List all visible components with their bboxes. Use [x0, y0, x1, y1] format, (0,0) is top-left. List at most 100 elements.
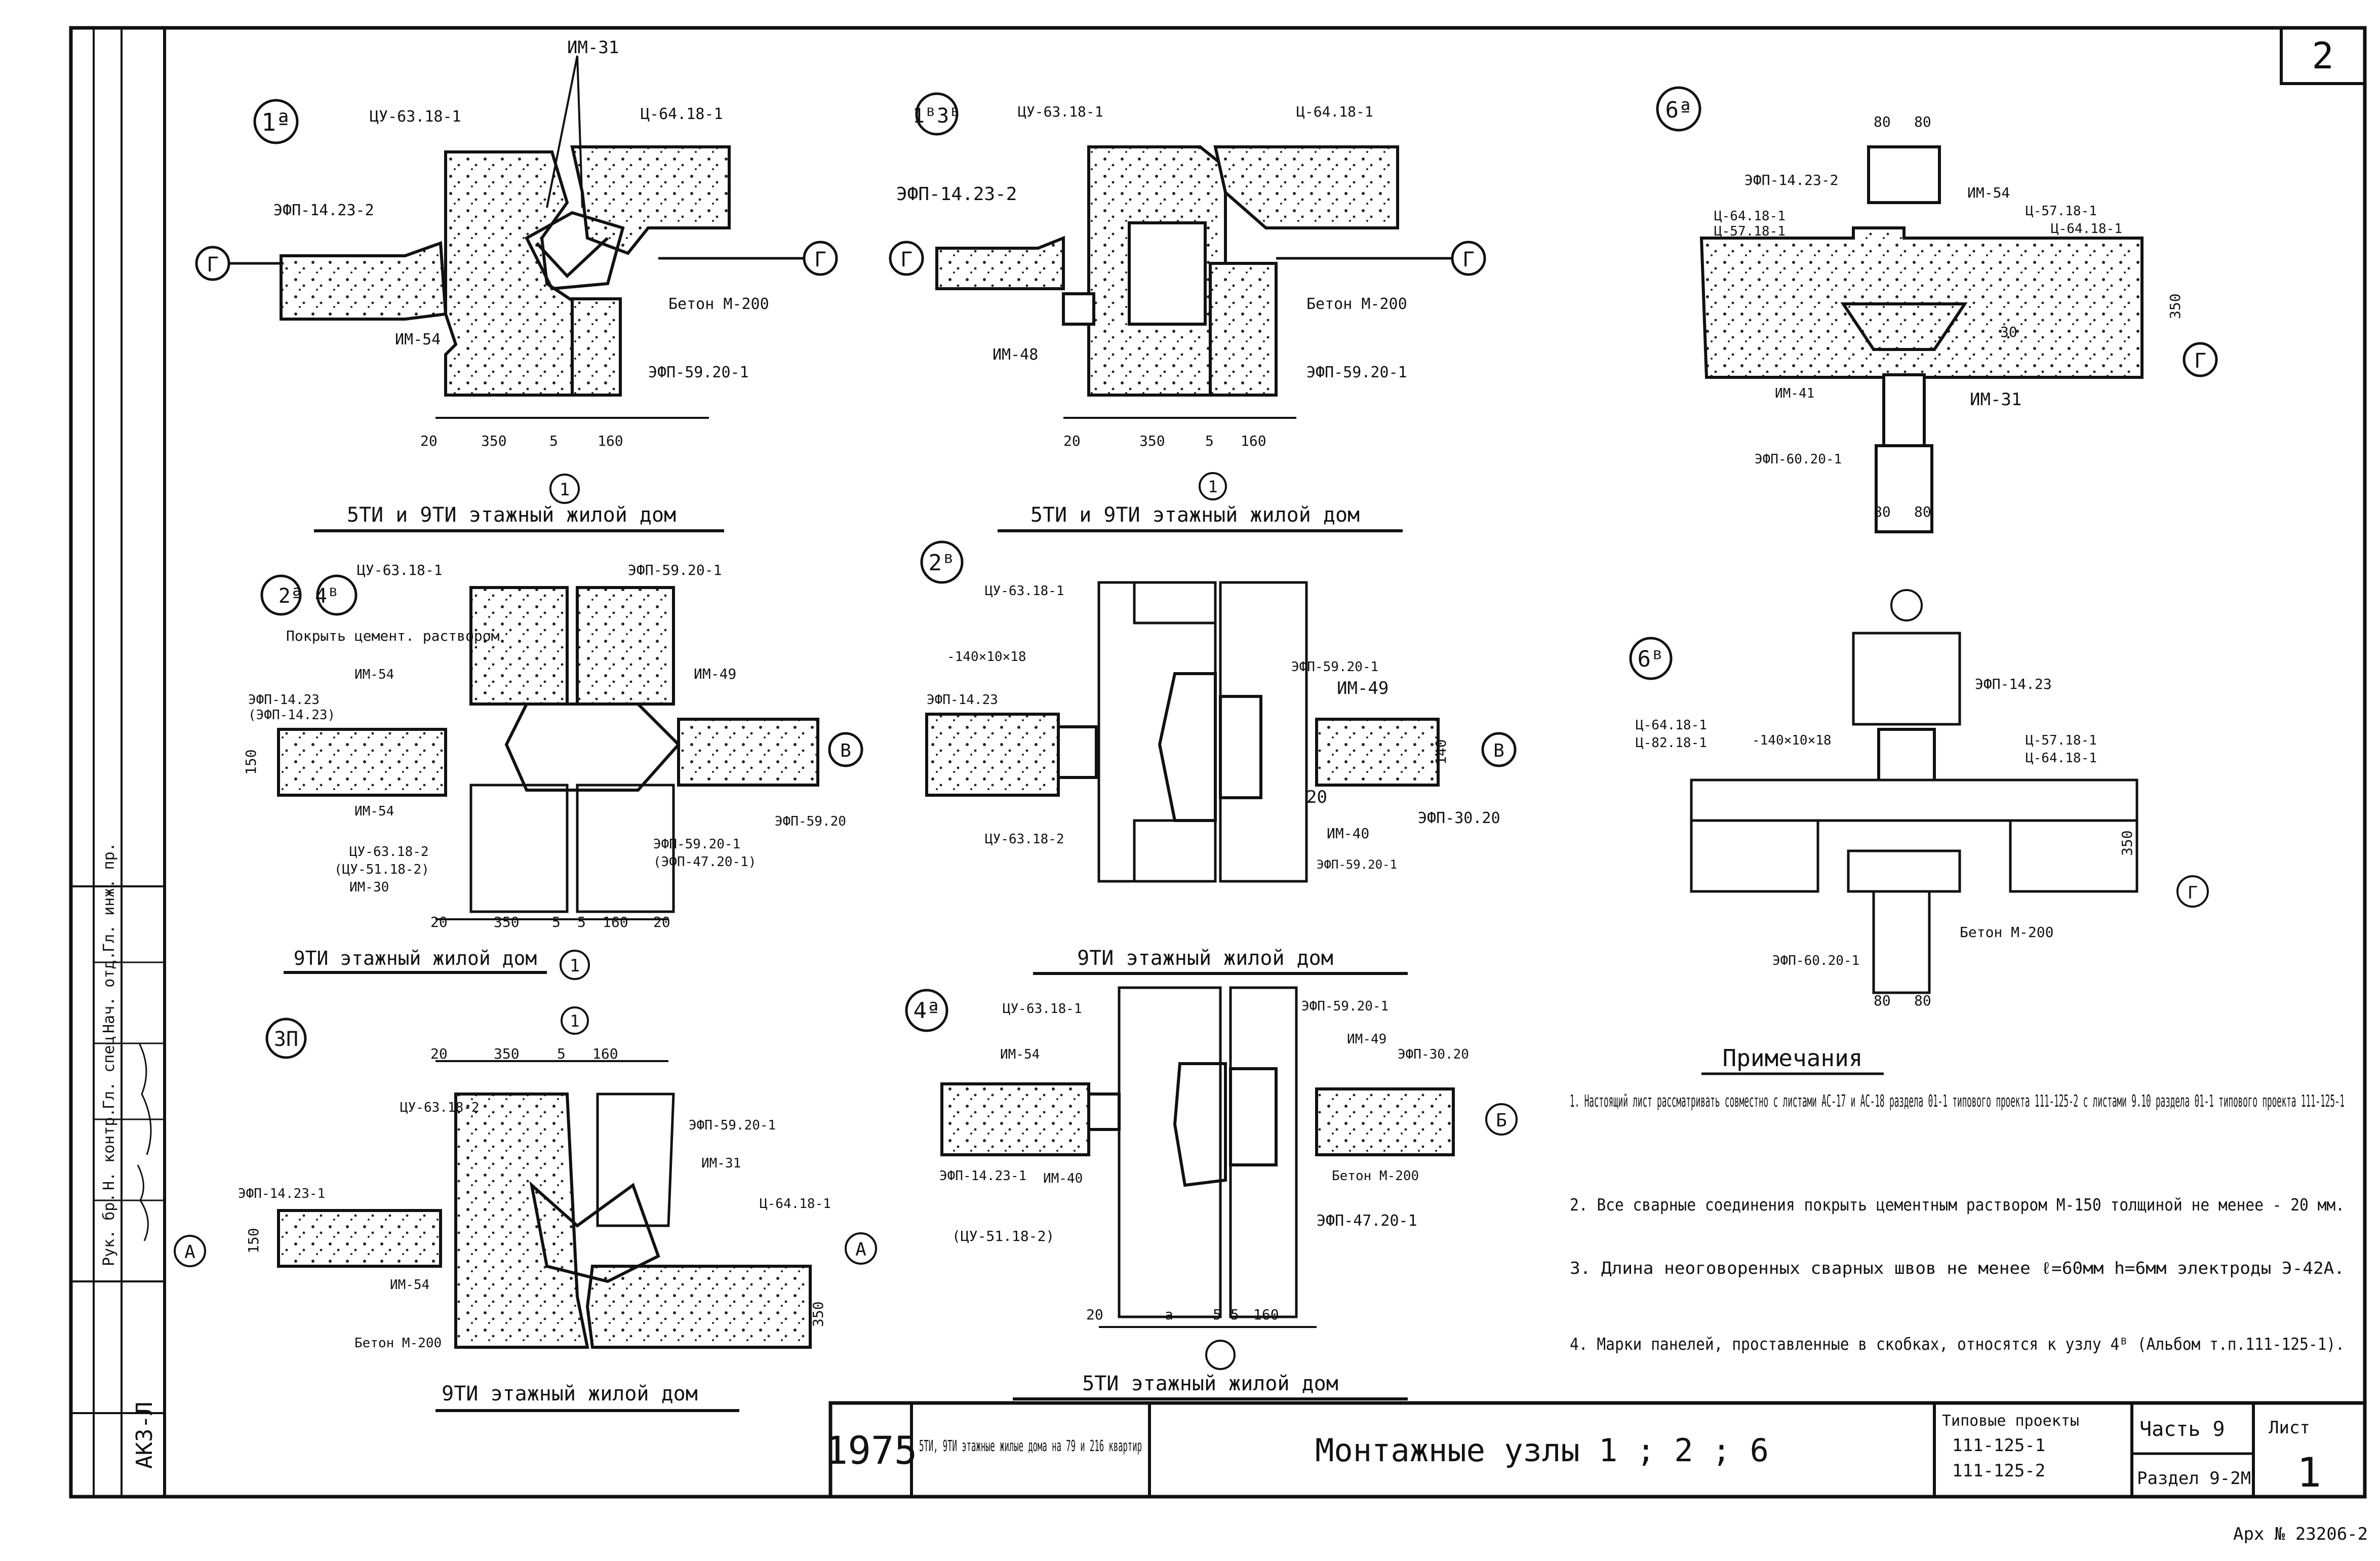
- note-3: 3. Длина неоговоренных сварных швов не м…: [1570, 1258, 2345, 1278]
- notes-block: Примечания 1. Настоящий лист рассматрива…: [1570, 1044, 2345, 1354]
- axis-2a: 1: [570, 956, 580, 976]
- detail-6b: 6ᴮ Г ЭФП-14.23 Ц-64.18-1 Ц-82.18-1 -140×…: [1629, 589, 2209, 1009]
- label-2a-9: ЭФП-59.20: [775, 814, 846, 829]
- label-2b-7: ЭФП-30.20: [1418, 809, 1500, 827]
- caption-4a: 5ТИ этажный жилой дом: [1082, 1372, 1338, 1395]
- label-4a-1: ЦУ-63.18-1: [1003, 1001, 1082, 1017]
- label-6a-2: ИМ-54: [1967, 184, 2010, 201]
- section-a-left: А: [184, 1242, 195, 1263]
- label-6b-6: Ц-64.18-1: [2026, 751, 2097, 766]
- detail-1v3v: 1ᴮ3ᴮ Г Г ЦУ-63.18-1 Ц-64.18-1 ЭФП-14.23-…: [889, 92, 1486, 532]
- detail-tag-2b: 2ᴮ: [929, 550, 956, 576]
- label-6b-5: Ц-57.18-1: [2026, 733, 2097, 748]
- dim-2a-4: 5: [577, 914, 586, 930]
- label-2b-4: ЭФП-59.20-1: [1291, 659, 1378, 675]
- label-2a-1: ЦУ-63.18-1: [357, 562, 443, 578]
- label-6b-3: Ц-82.18-1: [1636, 735, 1707, 751]
- label-1a-im31: ИМ-31: [567, 37, 619, 58]
- label-4a-3: ИМ-54: [1000, 1047, 1040, 1062]
- label-6b-4: -140×10×18: [1752, 733, 1832, 748]
- stamp-role-5: Гл. инж. пр.: [100, 842, 118, 952]
- section-v-2a: В: [840, 740, 851, 761]
- dim-3p-6: 350: [810, 1301, 826, 1327]
- label-4a-5: ЭФП-30.20: [1398, 1047, 1469, 1062]
- dim-3p-1: 20: [430, 1045, 448, 1062]
- section-b-4a: Б: [1496, 1110, 1507, 1131]
- label-4a-9: (ЦУ-51.18-2): [952, 1228, 1054, 1244]
- label-4a-6: ЭФП-14.23-1: [939, 1168, 1026, 1184]
- label-1a-2: Ц-64.18-1: [641, 105, 723, 123]
- archive-number: Арх № 23206-2: [2233, 1524, 2368, 1544]
- stamp-role-4: Нач. отд.: [100, 951, 118, 1033]
- caption-2a: 9ТИ этажный жилой дом: [294, 947, 537, 969]
- label-4a-4: ИМ-49: [1347, 1032, 1386, 1047]
- dim-3p-4: 160: [592, 1045, 618, 1062]
- label-6b-8: ЭФП-60.20-1: [1772, 953, 1859, 968]
- sheet-number: 2: [2312, 34, 2333, 77]
- label-1a-6: ЭФП-59.20-1: [648, 364, 749, 381]
- dim-1v-3: 5: [1205, 433, 1214, 449]
- section-g-right-1v: Г: [1462, 248, 1475, 271]
- notes-title: Примечания: [1723, 1044, 1863, 1072]
- dim-3p-5: 150: [245, 1228, 262, 1254]
- label-2a-11: (ЦУ-51.18-2): [334, 862, 429, 877]
- label-4a-7: ИМ-40: [1043, 1171, 1083, 1186]
- label-6a-9: ЭФП-60.20-1: [1755, 452, 1842, 467]
- label-3p-2: ЭФП-59.20-1: [689, 1118, 776, 1133]
- title-section: Раздел 9-2М: [2137, 1468, 2251, 1489]
- dim-2a-2: 350: [494, 914, 520, 930]
- label-2b-2: -140×10×18: [947, 649, 1026, 665]
- dim-2a-6: 20: [653, 914, 670, 930]
- title-typical-2: 111-125-2: [1952, 1461, 2045, 1481]
- label-2a-2: ЭФП-59.20-1: [628, 562, 722, 578]
- label-3p-1: ЦУ-63.18-2: [400, 1100, 480, 1115]
- detail-tag-2a4b: 2ª 4ᴮ: [279, 584, 339, 608]
- detail-tag-6b: 6ᴮ: [1638, 646, 1664, 672]
- dim-6b-2: 80: [1874, 992, 1891, 1009]
- label-6a-7: ИМ-41: [1775, 386, 1814, 401]
- label-2b-10: ЦУ-63.18-2: [985, 832, 1064, 847]
- section-a-right: А: [855, 1239, 866, 1260]
- label-6a-5: Ц-57.18-1: [2026, 204, 2097, 219]
- label-6a-6: Ц-64.18-1: [2051, 221, 2122, 237]
- dim-4a-3: 5: [1213, 1306, 1221, 1323]
- label-1v-3: ЭФП-14.23-2: [896, 184, 1017, 205]
- label-6b-1: ЭФП-14.23: [1975, 676, 2052, 692]
- detail-6a: 6ª Г ЭФП-14.23-2 ИМ-54 Ц-64.18-1 Ц-57.18…: [1656, 86, 2218, 533]
- detail-2a4b: 2ª 4ᴮ В ЦУ-63.18-1 ЭФП-59.20-1 Покрыть ц…: [243, 562, 863, 980]
- label-1v-4: ИМ-48: [993, 346, 1038, 364]
- section-g-right: Г: [814, 248, 826, 271]
- label-1v-2: Ц-64.18-1: [1296, 103, 1373, 120]
- detail-tag-4a: 4ª: [914, 998, 940, 1024]
- axis-3p: 1: [570, 1011, 579, 1031]
- label-1a-5: Бетон М-200: [668, 295, 769, 313]
- label-3p-5: Ц-64.18-1: [760, 1196, 831, 1212]
- dim-6a-5: 80: [1914, 503, 1931, 520]
- caption-1a: 5ТИ и 9ТИ этажный жилой дом: [347, 503, 676, 527]
- stamp-role-2: Н. контр.: [100, 1108, 118, 1190]
- stamp-role-3: Гл. спец.: [100, 1027, 118, 1109]
- dim-2a-5: 160: [603, 914, 628, 930]
- dim-4a-4: 5: [1231, 1306, 1239, 1323]
- title-sheet-label: Лист: [2269, 1418, 2310, 1438]
- detail-tag-1v3v: 1ᴮ3ᴮ: [913, 104, 961, 128]
- label-1a-4: ИМ-54: [395, 331, 441, 348]
- label-1v-6: ЭФП-59.20-1: [1306, 364, 1407, 381]
- label-1v-1: ЦУ-63.18-1: [1018, 103, 1103, 120]
- label-2b-5: ИМ-49: [1337, 678, 1389, 698]
- label-6b-7: Бетон М-200: [1960, 924, 2053, 941]
- label-2a-5: ЭФП-14.23: [248, 692, 320, 708]
- dim-2a-0: 150: [243, 749, 259, 775]
- label-6a-8: ИМ-31: [1970, 389, 2021, 410]
- axis-1v: 1: [1208, 477, 1217, 496]
- label-3p-4: ИМ-31: [701, 1156, 741, 1171]
- dim-1a-3: 5: [549, 433, 558, 449]
- dim-2a-1: 20: [430, 914, 448, 930]
- detail-tag-1a: 1ª: [261, 108, 291, 137]
- title-sheet-title: Монтажные узлы 1 ; 2 ; 6: [1315, 1432, 1769, 1469]
- label-4a-2: ЭФП-59.20-1: [1301, 999, 1389, 1014]
- dim-6b-3: 80: [1914, 992, 1931, 1009]
- label-2b-6: 20: [1306, 787, 1327, 807]
- label-4a-10: ЭФП-47.20-1: [1317, 1212, 1417, 1230]
